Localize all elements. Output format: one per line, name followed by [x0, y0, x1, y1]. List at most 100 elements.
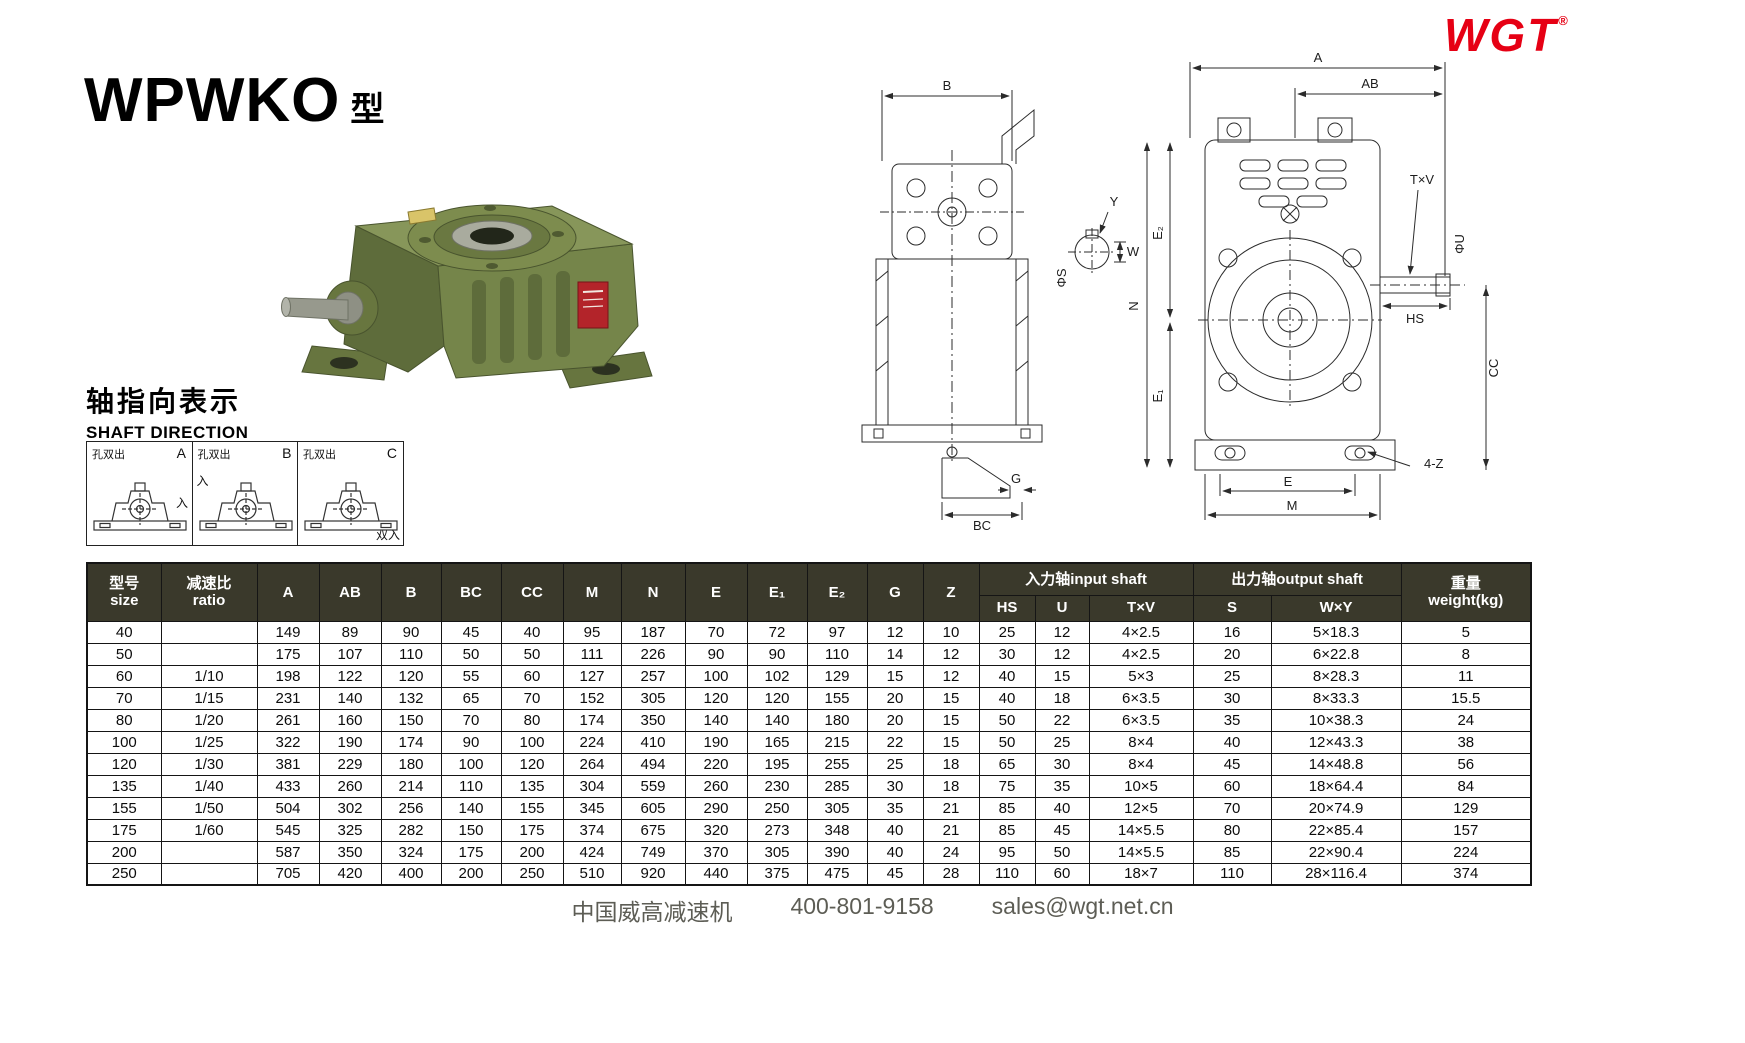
table-cell: 605 — [620, 796, 686, 820]
table-cell: 198 — [256, 664, 320, 688]
table-cell: 40 — [1192, 730, 1272, 754]
table-cell: 110 — [806, 642, 868, 666]
shaft-direction-diagrams: 孔双出 A 入 孔双出 B 入 — [86, 441, 404, 546]
table-cell: 8×4 — [1088, 752, 1194, 776]
col-header-z: Z — [922, 562, 980, 622]
footer-phone: 400-801-9158 — [790, 893, 934, 919]
col-header-ratio-en: ratio — [192, 592, 226, 610]
entry-text: 入 — [175, 496, 188, 510]
table-cell: 140 — [746, 708, 808, 732]
table-cell: 230 — [746, 774, 808, 798]
table-cell: 20×74.9 — [1270, 796, 1402, 820]
table-cell: 8×4 — [1088, 730, 1194, 754]
table-cell: 45 — [1192, 752, 1272, 776]
table-cell: 95 — [978, 840, 1036, 864]
shaft-direction-box-c: 孔双出 C 双入 — [297, 441, 404, 546]
col-header-a: A — [256, 562, 320, 622]
table-cell: 1/50 — [160, 796, 258, 820]
table-cell: 285 — [806, 774, 868, 798]
col-header-hs: HS — [978, 594, 1036, 622]
registered-mark-icon: ® — [1558, 13, 1570, 28]
col-header-e2: E₂ — [806, 562, 868, 622]
table-cell: 50 — [978, 708, 1036, 732]
table-cell: 224 — [1400, 840, 1532, 864]
table-cell: 25 — [1192, 664, 1272, 688]
dim-label-txv: T×V — [1410, 172, 1435, 187]
variant-letter: A — [176, 445, 186, 461]
table-cell: 50 — [500, 642, 564, 666]
table-cell: 20 — [866, 686, 924, 710]
table-cell: 25 — [978, 620, 1036, 644]
table-cell: 10×38.3 — [1270, 708, 1402, 732]
table-cell: 22×90.4 — [1270, 840, 1402, 864]
table-cell: 174 — [380, 730, 442, 754]
table-cell: 175 — [500, 818, 564, 842]
table-cell: 155 — [86, 796, 162, 820]
dim-label-phi-s: ΦS — [1054, 268, 1069, 287]
table-cell: 89 — [318, 620, 382, 644]
table-cell: 120 — [684, 686, 748, 710]
table-cell: 127 — [562, 664, 622, 688]
table-cell: 374 — [1400, 862, 1532, 886]
table-cell: 72 — [746, 620, 808, 644]
table-cell: 190 — [684, 730, 748, 754]
table-cell: 14×5.5 — [1088, 818, 1194, 842]
table-cell: 85 — [1192, 840, 1272, 864]
table-cell: 381 — [256, 752, 320, 776]
table-cell: 264 — [562, 752, 622, 776]
table-cell: 224 — [562, 730, 622, 754]
table-cell: 100 — [500, 730, 564, 754]
table-cell: 5×3 — [1088, 664, 1194, 688]
table-cell: 110 — [1192, 862, 1272, 886]
table-cell: 80 — [500, 708, 564, 732]
table-cell: 60 — [1192, 774, 1272, 798]
table-cell: 1/40 — [160, 774, 258, 798]
table-cell: 100 — [440, 752, 502, 776]
table-cell: 120 — [746, 686, 808, 710]
table-cell: 433 — [256, 774, 320, 798]
footer-email: sales@wgt.net.cn — [991, 893, 1174, 919]
table-cell: 190 — [318, 730, 382, 754]
table-cell: 100 — [86, 730, 162, 754]
table-cell: 410 — [620, 730, 686, 754]
model-type-suffix: 型 — [350, 91, 385, 129]
table-cell: 304 — [562, 774, 622, 798]
table-cell: 30 — [978, 642, 1036, 666]
dim-label-e1: E₁ — [1150, 389, 1165, 403]
table-cell: 150 — [380, 708, 442, 732]
table-cell: 6×3.5 — [1088, 686, 1194, 710]
table-cell: 110 — [440, 774, 502, 798]
col-header-e: E — [684, 562, 748, 622]
col-header-cc: CC — [500, 562, 564, 622]
table-cell: 8×33.3 — [1270, 686, 1402, 710]
hole-text: 孔双出 — [92, 449, 125, 461]
table-cell: 20 — [866, 708, 924, 732]
table-cell: 214 — [380, 774, 442, 798]
col-header-m: M — [562, 562, 622, 622]
col-header-size-en: size — [110, 592, 139, 610]
table-cell: 30 — [1034, 752, 1090, 776]
table-cell: 90 — [440, 730, 502, 754]
front-view-lines — [1143, 62, 1490, 520]
table-cell: 282 — [380, 818, 442, 842]
table-cell: 320 — [684, 818, 748, 842]
product-photo — [281, 204, 653, 389]
table-cell: 11 — [1400, 664, 1532, 688]
table-cell: 348 — [806, 818, 868, 842]
table-cell: 14×48.8 — [1270, 752, 1402, 776]
table-cell: 350 — [318, 840, 382, 864]
table-cell: 15 — [866, 664, 924, 688]
shaft-direction-heading-cn: 轴指向表示 — [86, 386, 242, 417]
table-cell: 705 — [256, 862, 320, 886]
